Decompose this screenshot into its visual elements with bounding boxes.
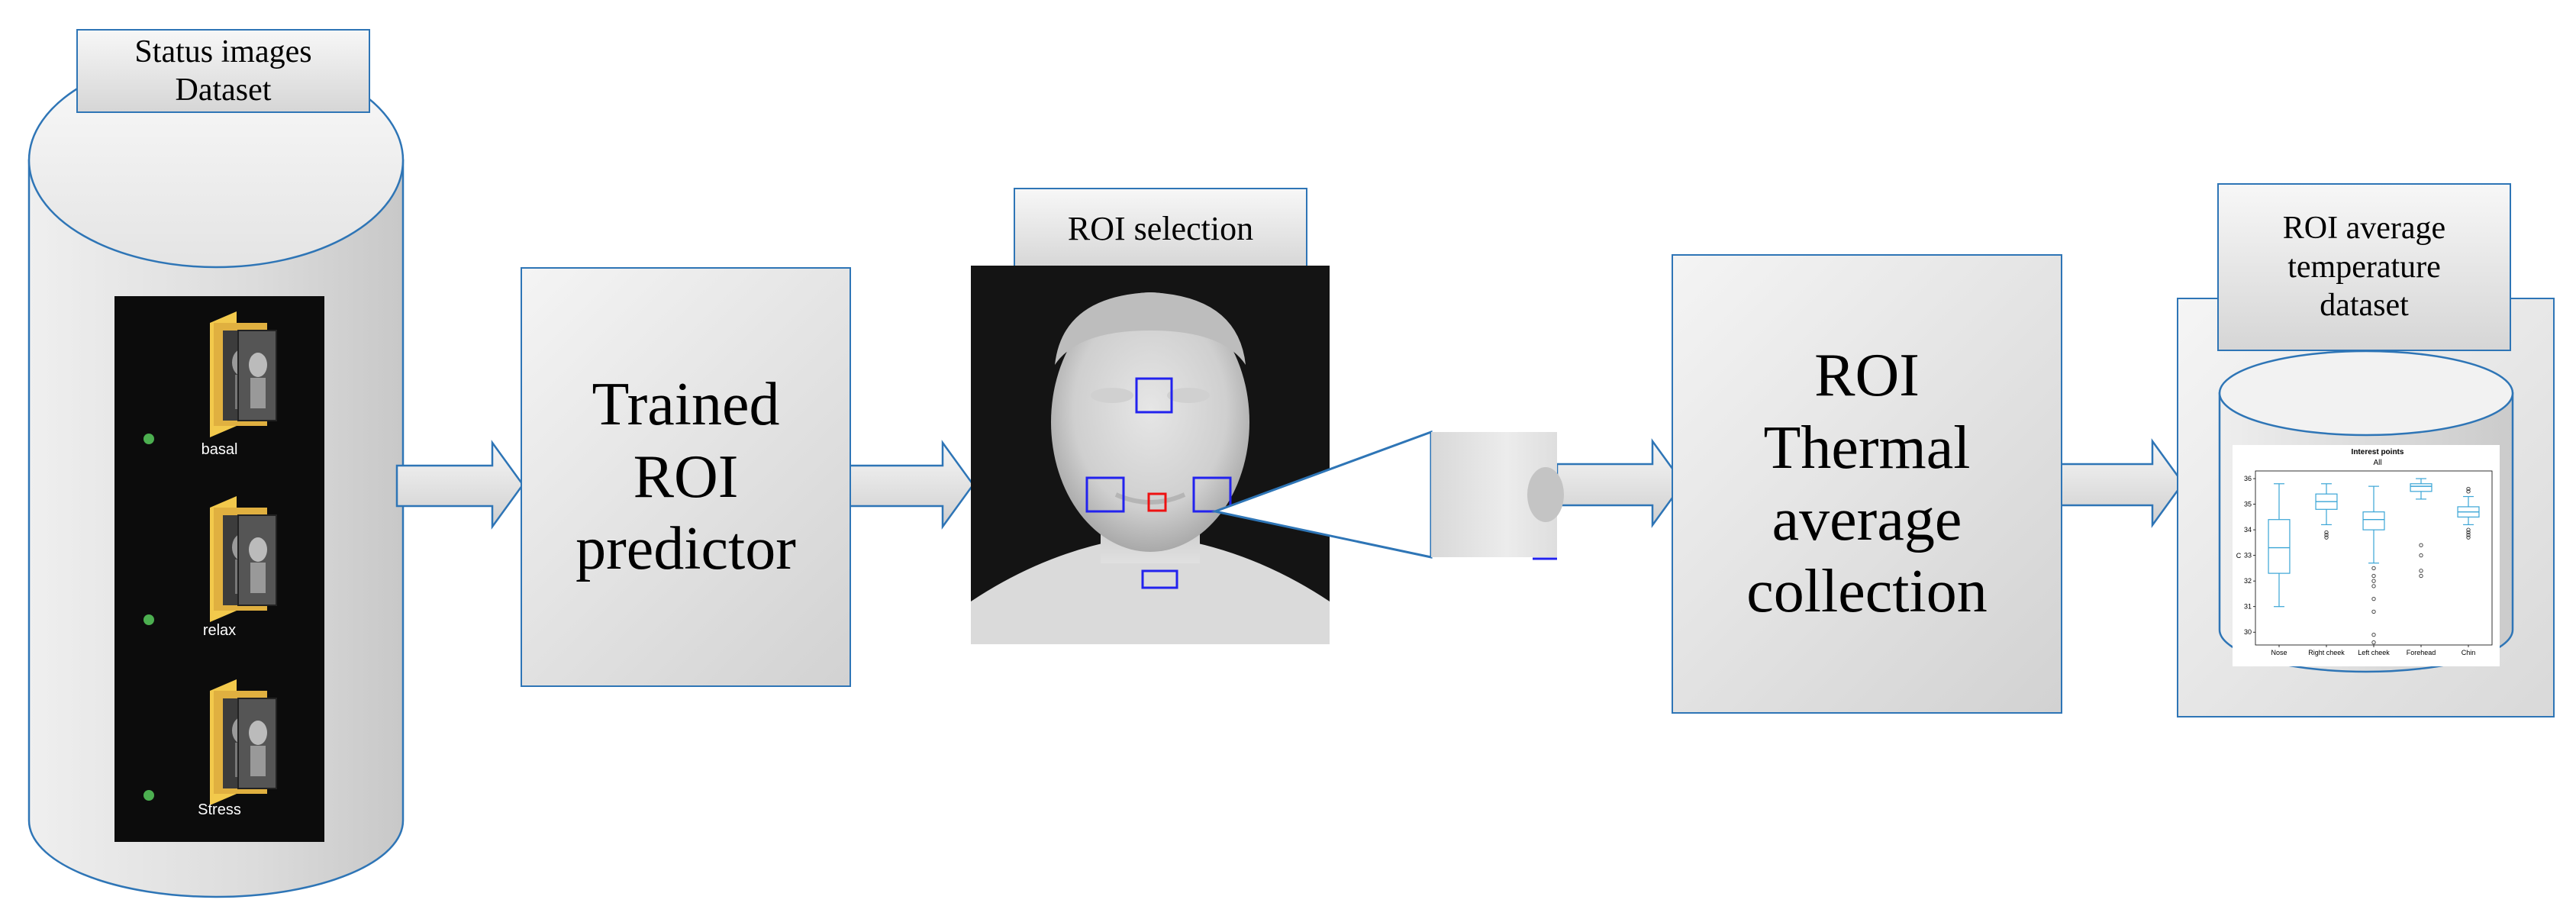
box-left-cheek [2362,485,2385,645]
outlier-point [2371,579,2376,583]
y-tick-label: 34 [2244,526,2252,534]
folder-stress[interactable]: Stress [114,664,324,840]
outlier-point [2371,609,2376,614]
outlier-point [2466,533,2471,537]
roi-selection-label: ROI selection [1014,188,1307,270]
y-tick-label: 31 [2244,603,2252,611]
status-dot [143,434,154,444]
roi-predictor-box: Trained ROI predictor [521,267,851,687]
status-dot [143,614,154,625]
outlier-point [2371,566,2376,571]
outlier-point [2371,640,2376,645]
outlier-point [2419,573,2423,579]
y-tick-label: 33 [2244,552,2252,559]
outlier-point [2419,543,2423,547]
box-iqr [2362,511,2385,530]
folder-label: Stress [198,801,241,818]
y-tick-label: 36 [2244,475,2252,482]
folder-icon [210,679,277,805]
roi-chin [1141,569,1178,589]
outlier-point [2466,527,2471,532]
outlier-point [2324,535,2329,540]
x-tick-label: Nose [2271,649,2287,656]
outlier-point [2466,486,2471,492]
roi-forehead [1135,377,1173,414]
x-tick-label: Left cheek [2358,649,2390,656]
chart-title: Interest points [2352,448,2404,456]
box-right-cheek [2315,483,2338,540]
roi-right-cheek [1085,476,1125,513]
x-tick-label: Forehead [2407,649,2436,656]
folder-label: relax [202,622,237,639]
box-chin [2457,486,2480,540]
box-iqr [2268,519,2291,574]
folder-icon [210,311,277,437]
outlier-point [2324,533,2329,537]
zoom-callout [1211,430,1564,560]
roi-collection-box: ROI Thermal average collection [1672,254,2062,714]
y-axis-label: C [2236,552,2242,559]
folder-label: basal [201,441,238,458]
outlier-point [2419,553,2423,558]
interest-points-boxplot: Interest points All C 30 31 32 33 34 35 36Nose… [2233,445,2500,666]
outlier-point [2466,530,2471,535]
x-tick-label: Right cheek [2308,649,2345,656]
box-nose [2268,483,2291,608]
dataset-label: Status images Dataset [76,29,370,113]
roi-nose [1147,492,1167,512]
outlier-point [2419,569,2423,573]
box-iqr [2410,483,2433,492]
arrow-2 [846,440,975,530]
folder-icon [210,496,277,622]
arrow-4 [2059,438,2184,528]
outlier-point [2371,596,2376,601]
outlier-point [2324,530,2329,535]
outlier-point [2466,535,2471,540]
arrow-1 [395,440,524,530]
outlier-point [2371,584,2376,588]
outlier-point [2466,489,2471,494]
thermal-face-image [971,266,1330,644]
folder-relax[interactable]: relax [114,481,324,656]
outlier-point [2371,573,2376,579]
chart-subtitle: All [2373,459,2381,467]
x-tick-label: Chin [2462,649,2476,656]
box-forehead [2410,478,2433,579]
output-dataset-label: ROI average temperature dataset [2217,183,2511,351]
arrow-3 [1556,438,1685,528]
status-dot [143,790,154,801]
y-tick-label: 35 [2244,501,2252,508]
folder-basal[interactable]: basal [114,296,324,472]
y-tick-label: 32 [2244,577,2252,585]
y-tick-label: 30 [2244,628,2252,636]
outlier-point [2371,632,2376,637]
